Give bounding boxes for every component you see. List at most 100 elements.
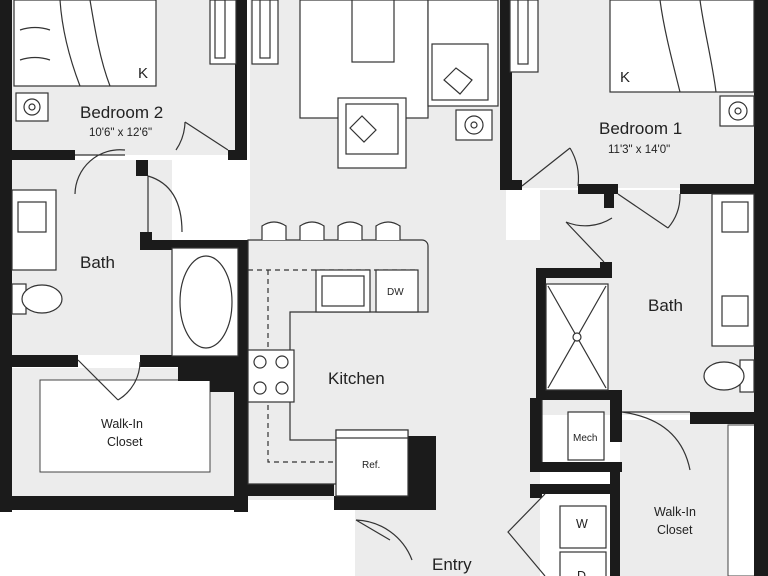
wall [234, 360, 248, 512]
door-swing [355, 519, 413, 561]
wall [0, 496, 235, 510]
dishwasher-label: DW [387, 287, 404, 298]
sink-icon [721, 201, 749, 233]
door-swing [521, 147, 580, 187]
room-label-bath-left: Bath [80, 253, 115, 272]
wall [136, 160, 148, 176]
wall [578, 184, 618, 194]
wall [235, 0, 247, 160]
bed-pillow-line [19, 26, 51, 61]
shower-drain-icon [572, 332, 582, 342]
pillow-icon [443, 67, 473, 95]
room-dims-bedroom2: 10'6" x 12'6" [89, 127, 152, 139]
wall [680, 184, 756, 194]
door-swing [565, 217, 613, 263]
door-swing [617, 193, 681, 229]
coffee-table [351, 0, 395, 63]
wall [0, 0, 12, 512]
room-label-bedroom1: Bedroom 1 [599, 119, 682, 138]
pillow-icon [349, 115, 377, 143]
stool-icon [375, 221, 401, 240]
wall [0, 150, 75, 160]
utility [355, 400, 607, 576]
walkin-left-line2: Closet [107, 435, 143, 449]
entry-floor [355, 510, 540, 576]
door-swing [507, 493, 546, 576]
dishwasher [375, 269, 419, 313]
bed-mark: K [138, 65, 148, 82]
burner-icon [253, 381, 267, 395]
tub-icon [179, 255, 233, 349]
bedroom1 [521, 0, 755, 229]
door-swing [175, 121, 229, 151]
wall [536, 268, 612, 278]
room-dims-bedroom1: 11'3" x 14'0" [608, 144, 670, 156]
wall [500, 180, 522, 190]
sink-icon [17, 201, 47, 233]
stove [247, 349, 295, 403]
wall [234, 484, 334, 496]
nightstand [15, 92, 49, 122]
burner-icon [275, 355, 289, 369]
closet-door-panel [214, 0, 226, 59]
room-label-kitchen: Kitchen [328, 369, 385, 388]
walkin-right-line1: Walk-In [654, 505, 696, 519]
wall [610, 390, 622, 442]
counter-edge [267, 270, 336, 463]
stool-icon [299, 221, 325, 240]
kitchen [247, 239, 429, 497]
walkin-left-line1: Walk-In [101, 417, 143, 431]
wall [754, 0, 768, 576]
mech-unit [567, 411, 605, 461]
wall [530, 484, 620, 494]
door-swing [77, 359, 141, 401]
room-label-bedroom2: Bedroom 2 [80, 103, 163, 122]
toilet-icon [21, 284, 63, 314]
mech-label: Mech [573, 433, 597, 444]
bed-blanket [59, 0, 111, 87]
stool-icon [261, 221, 287, 240]
closet-door [209, 0, 237, 65]
bath-right [545, 193, 755, 471]
burner-icon [253, 355, 267, 369]
bar-stools [261, 221, 401, 240]
sink-basin [321, 275, 365, 307]
wall [228, 150, 247, 160]
fridge-top [335, 429, 409, 439]
wall [536, 268, 546, 398]
wall [530, 398, 542, 472]
refrigerator-label: Ref. [362, 460, 380, 471]
dryer [559, 551, 607, 576]
washer [559, 505, 607, 549]
lamp-icon [28, 103, 36, 111]
toilet-icon [703, 361, 745, 391]
door-swing [621, 411, 691, 471]
dryer-label: D [577, 569, 586, 576]
room-label-bath-right: Bath [648, 296, 683, 315]
lamp-icon [734, 107, 742, 115]
stool-icon [337, 221, 363, 240]
burner-icon [275, 381, 289, 395]
wall [604, 184, 614, 208]
walkin-right-line2: Closet [657, 523, 693, 537]
bedroom2 [13, 0, 237, 195]
wall [334, 496, 436, 510]
wall [530, 462, 622, 472]
lamp-icon [23, 98, 41, 116]
wall [210, 380, 238, 392]
wall [500, 0, 512, 190]
bed-mark: K [620, 69, 630, 86]
tv-icon [259, 0, 271, 59]
bed [13, 0, 157, 87]
wall [140, 240, 248, 250]
sink-icon [721, 295, 749, 327]
lamp-icon [470, 121, 478, 129]
room-label-entry: Entry [432, 555, 472, 574]
bed-blanket [659, 0, 717, 93]
living-furniture [251, 0, 539, 169]
wall [536, 390, 620, 400]
door-swing [74, 149, 126, 195]
washer-label: W [576, 517, 588, 531]
